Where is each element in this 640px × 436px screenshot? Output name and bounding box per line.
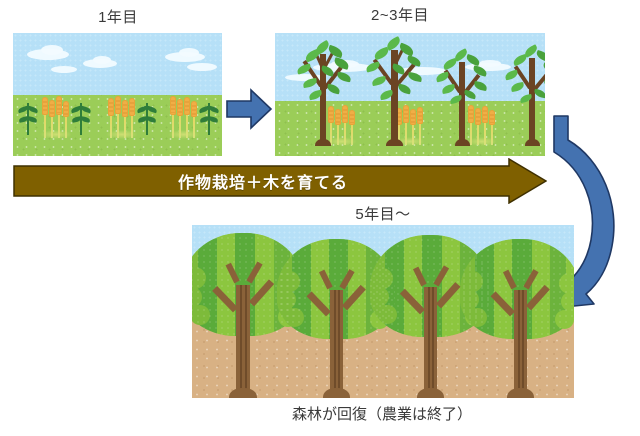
young-tree [503,44,545,146]
sky-background [13,33,222,95]
cloud-icon [51,66,77,73]
tree-trunk [329,290,343,398]
panel-label-year5: 5年目～ [355,206,411,223]
panel-year-2-3-agroforestry [275,33,545,156]
tree-trunk [513,290,527,398]
cloud-icon [41,45,63,55]
cloud-icon [93,56,111,64]
crop-sprout [70,103,92,135]
brown-process-arrow: 作物栽培＋木を育てる [13,158,547,204]
trunk-flare [506,388,534,398]
trunk-flare [229,388,257,398]
right-arrow-icon [226,88,273,130]
crop-sprout [17,103,39,135]
cloud-icon [465,63,511,71]
panel-year-5-forest [192,225,574,398]
crop-sprout [198,103,220,135]
cloud-icon [165,52,205,62]
cloud-icon [285,74,325,81]
blue-straight-arrow [225,86,273,132]
right-arrow-shape [13,158,547,204]
panel-year-1-field [13,33,222,156]
wheat-cluster [106,96,138,139]
cloud-icon [179,48,199,57]
tree-trunk [236,285,250,398]
trunk-flare [416,388,444,398]
cloud-icon [479,60,501,67]
bottom-caption: 森林が回復（農業は終了） [291,406,472,423]
panel-label-year1: 1年目 [98,9,138,26]
cloud-icon [397,67,447,75]
wheat-cluster [40,96,72,139]
young-tree [293,39,353,146]
mature-tree [460,239,574,398]
trunk-flare [322,388,350,398]
crop-sprout [136,103,158,135]
wheat-cluster [467,105,497,146]
young-tree [433,48,491,146]
cloud-icon [187,63,217,71]
tree-trunk [423,287,437,398]
wheat-cluster [395,105,425,146]
panel-label-year23: 2~3年目 [371,7,429,24]
wheat-cluster [168,96,200,139]
wheat-cluster [327,105,357,146]
young-tree [363,36,425,146]
